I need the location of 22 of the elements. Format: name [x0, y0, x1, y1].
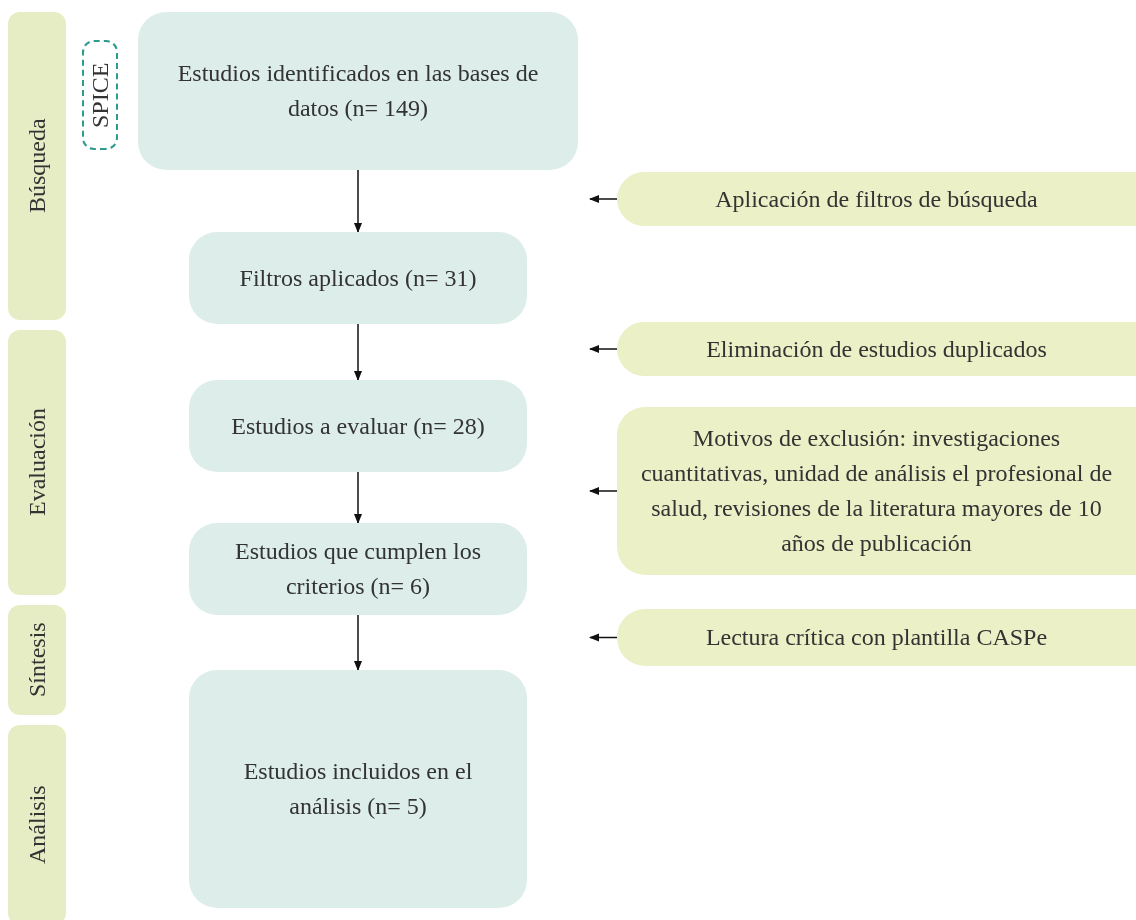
- arrow: [589, 195, 618, 203]
- stage-band: Búsqueda: [8, 12, 66, 320]
- arrow: [354, 614, 362, 671]
- stage-band: Síntesis: [8, 605, 66, 715]
- arrow: [354, 471, 362, 524]
- stage-band: Análisis: [8, 725, 66, 920]
- arrow: [589, 633, 618, 642]
- process-box: Filtros aplicados (n= 31): [189, 232, 527, 324]
- arrow: [354, 169, 362, 233]
- framework-tag: SPICE: [82, 40, 118, 150]
- note-box: Lectura crítica con plantilla CASPe: [617, 609, 1136, 666]
- process-box: Estudios que cumplen los criterios (n= 6): [189, 523, 527, 615]
- process-box: Estudios incluidos en el análisis (n= 5): [189, 670, 527, 908]
- note-box: Eliminación de estudios duplicados: [617, 322, 1136, 376]
- arrow: [354, 323, 362, 381]
- arrow: [589, 345, 618, 353]
- stage-band: Evaluación: [8, 330, 66, 595]
- arrow: [589, 487, 618, 495]
- note-box: Aplicación de filtros de búsqueda: [617, 172, 1136, 226]
- process-box: Estudios a evaluar (n= 28): [189, 380, 527, 472]
- note-box: Motivos de exclusión: investigaciones cuantitativas, unidad de análisis el profesional de salud, revisiones de la literatura mayores de 10 años de publicación: [617, 407, 1136, 575]
- process-box: Estudios identificados en las bases de datos (n= 149): [138, 12, 578, 170]
